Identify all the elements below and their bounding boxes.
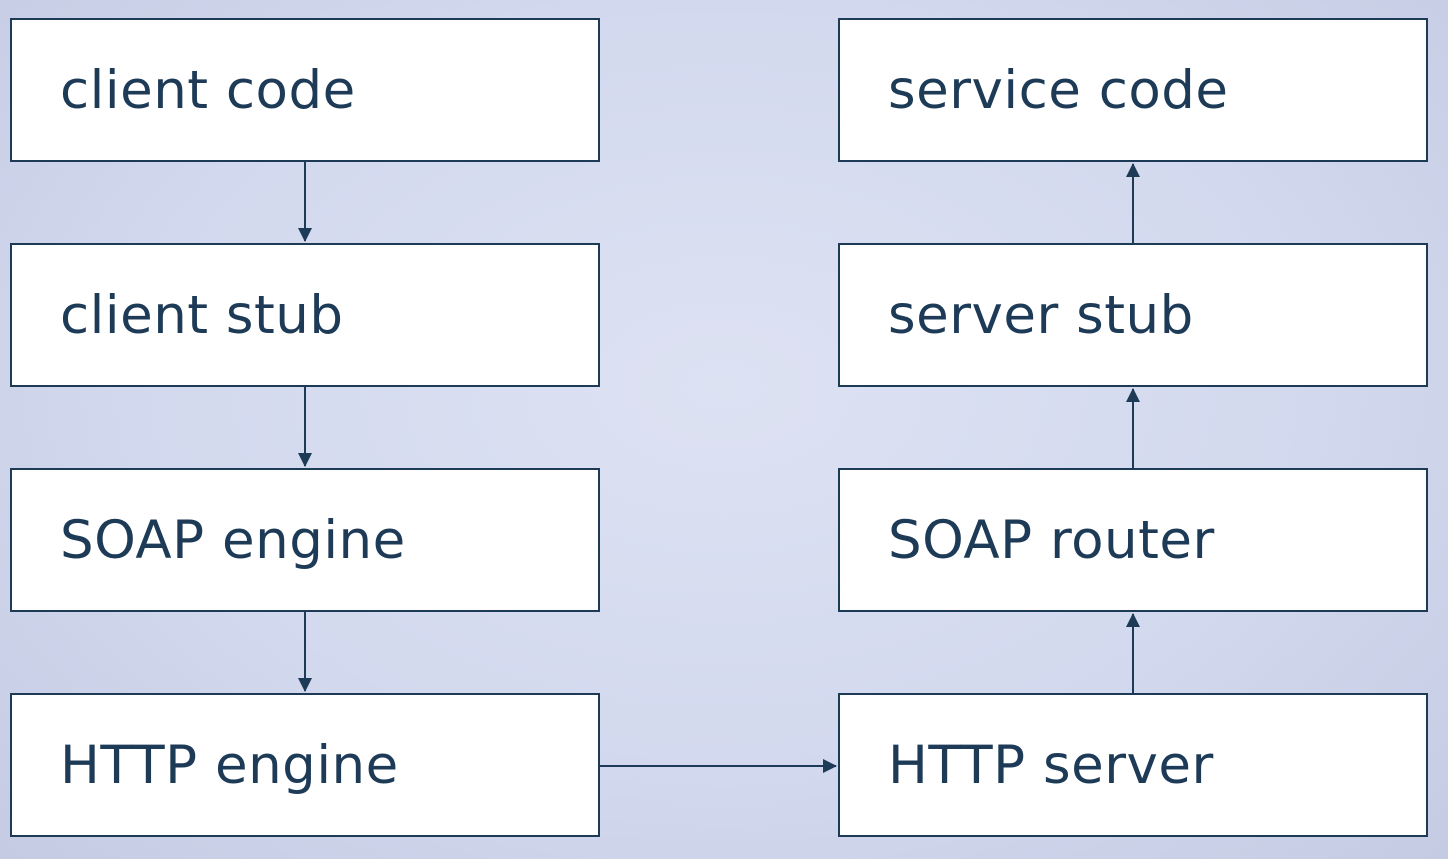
- soap-router-label: SOAP router: [888, 509, 1215, 571]
- http-engine-label: HTTP engine: [60, 734, 399, 796]
- http-engine-box: HTTP engine: [10, 693, 600, 837]
- http-server-box: HTTP server: [838, 693, 1428, 837]
- service-code-box: service code: [838, 18, 1428, 162]
- server-stub-box: server stub: [838, 243, 1428, 387]
- soap-router-box: SOAP router: [838, 468, 1428, 612]
- client-stub-label: client stub: [60, 284, 344, 346]
- soap-engine-box: SOAP engine: [10, 468, 600, 612]
- http-server-label: HTTP server: [888, 734, 1214, 796]
- client-code-label: client code: [60, 59, 356, 121]
- client-stub-box: client stub: [10, 243, 600, 387]
- server-stub-label: server stub: [888, 284, 1194, 346]
- client-code-box: client code: [10, 18, 600, 162]
- service-code-label: service code: [888, 59, 1229, 121]
- soap-engine-label: SOAP engine: [60, 509, 406, 571]
